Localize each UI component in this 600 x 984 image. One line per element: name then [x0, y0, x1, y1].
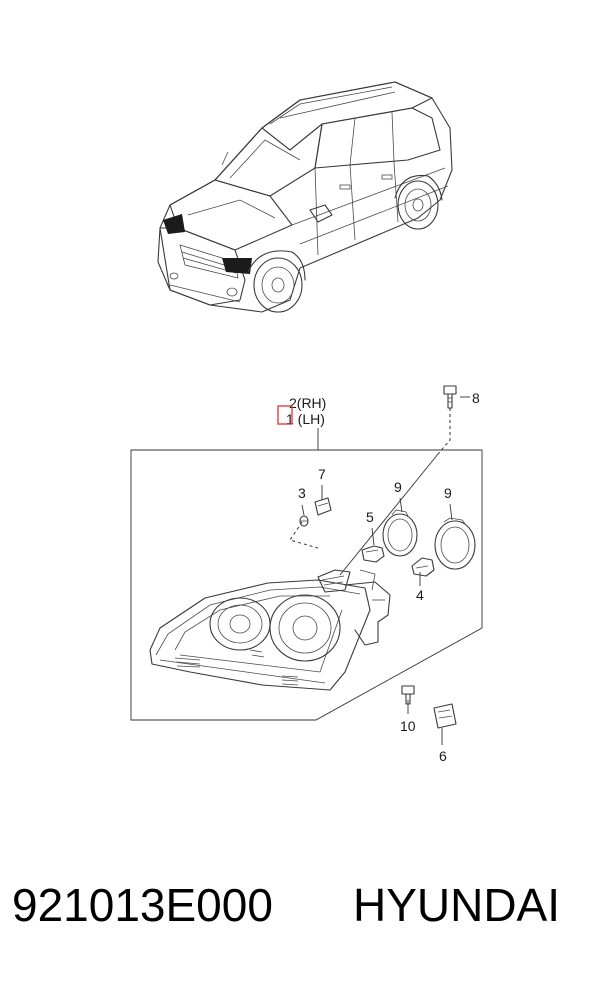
callout-4: 4 — [416, 587, 424, 603]
callout-10: 10 — [400, 718, 416, 734]
callout-lh: 1 (LH) — [286, 411, 325, 427]
callout-3: 3 — [298, 485, 306, 501]
callout-9b: 9 — [444, 485, 452, 501]
brand-label: HYUNDAI — [353, 879, 561, 931]
callout-6: 6 — [439, 748, 447, 764]
callout-8: 8 — [472, 390, 480, 406]
part-number: 921013E000 — [12, 879, 273, 931]
callout-labels: 2(RH) 1 (LH) 7 3 5 9 9 4 8 10 6 — [277, 390, 480, 764]
footer: 921013E000 HYUNDAI — [0, 878, 600, 948]
small-parts — [299, 385, 476, 729]
vehicle-illustration — [157, 81, 453, 313]
highlight-box — [277, 405, 293, 425]
callout-9a: 9 — [394, 479, 402, 495]
headlamp-assembly — [149, 569, 391, 691]
assembly-frame — [130, 396, 483, 745]
callout-7: 7 — [318, 466, 326, 482]
callout-5: 5 — [366, 509, 374, 525]
callout-rh: 2(RH) — [289, 395, 326, 411]
